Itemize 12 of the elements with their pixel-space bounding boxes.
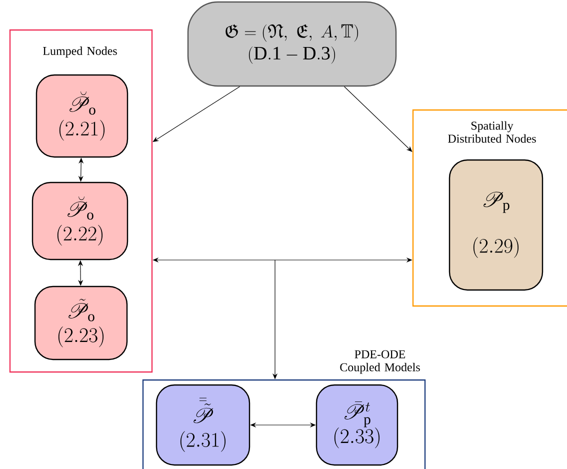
rounded-box: $\tilde{\mathscr{P}}_{\mathrm{o}}$ $(2.23)$ <box>34 286 128 360</box>
arrow <box>344 86 412 152</box>
rounded-box: $\bar{\mathscr{P}}^{t}_{\mathrm{p}}$ $(2.33)$ <box>316 384 398 466</box>
group-heading: PDE-ODE Coupled Models <box>340 350 420 374</box>
rounded-box: $\bar{\bar{\tilde{\mathscr{P}}}}$ $(2.31)$ <box>156 384 250 466</box>
group-heading: Lumped Nodes <box>43 46 117 58</box>
arrow <box>152 86 240 142</box>
rounded-box: $\breve{\mathscr{P}}_{\mathrm{o}}$ $(2.21)$ <box>36 74 128 158</box>
rounded-box: $\mathscr{P}_{\mathrm{p}}$ $(2.29)$ <box>448 159 544 291</box>
group-heading: Spatially Distributed Nodes <box>448 121 536 143</box>
rounded-box: $\breve{\mathscr{P}}_{\mathrm{o}}$ $(2.22)$ <box>32 182 128 260</box>
graph-box: $\mathfrak{G} = (\mathfrak{N},\ \mathfrak{E},\ A, \mathbb{T})$ $(\mathrm{D.1} - \mathrm{D.3})$ <box>187 1 397 87</box>
